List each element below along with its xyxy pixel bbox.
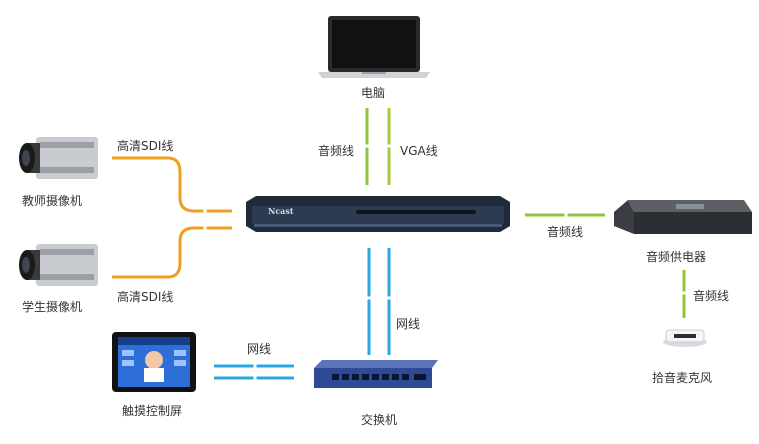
connector-gaps: [205, 146, 688, 382]
microphone-label: 拾音麦克风: [652, 369, 712, 386]
sdi-cables: [112, 158, 232, 277]
switch-label: 交换机: [361, 411, 397, 428]
audio-power-label: 音频供电器: [646, 248, 706, 265]
touch-screen-label: 触摸控制屏: [122, 402, 182, 419]
recorder-brand: Ncast: [268, 206, 294, 216]
laptop-icon: [318, 14, 430, 80]
audio-power-icon: [614, 198, 752, 238]
network-cables: [214, 248, 389, 378]
teacher-camera-label: 教师摄像机: [22, 192, 82, 209]
touch-network-label: 网线: [247, 340, 271, 357]
teacher-sdi-label: 高清SDI线: [117, 137, 173, 154]
mic-audio-label: 音频线: [693, 287, 729, 304]
student-camera-label: 学生摄像机: [22, 298, 82, 315]
student-sdi-cable: [112, 228, 232, 277]
student-sdi-label: 高清SDI线: [117, 288, 173, 305]
network-switch-icon: [314, 360, 438, 390]
teacher-camera-icon: [18, 133, 100, 183]
pc-audio-label: 音频线: [318, 142, 354, 159]
student-camera-icon: [18, 240, 100, 290]
touch-screen-icon: [112, 332, 196, 392]
teacher-sdi-cable: [112, 158, 232, 211]
microphone-icon: [660, 322, 710, 348]
recorder-device-icon: Ncast: [246, 196, 510, 234]
network-down-label: 网线: [396, 315, 420, 332]
audio-right-label: 音频线: [547, 223, 583, 240]
computer-label: 电脑: [361, 84, 385, 101]
pc-vga-label: VGA线: [400, 142, 438, 159]
